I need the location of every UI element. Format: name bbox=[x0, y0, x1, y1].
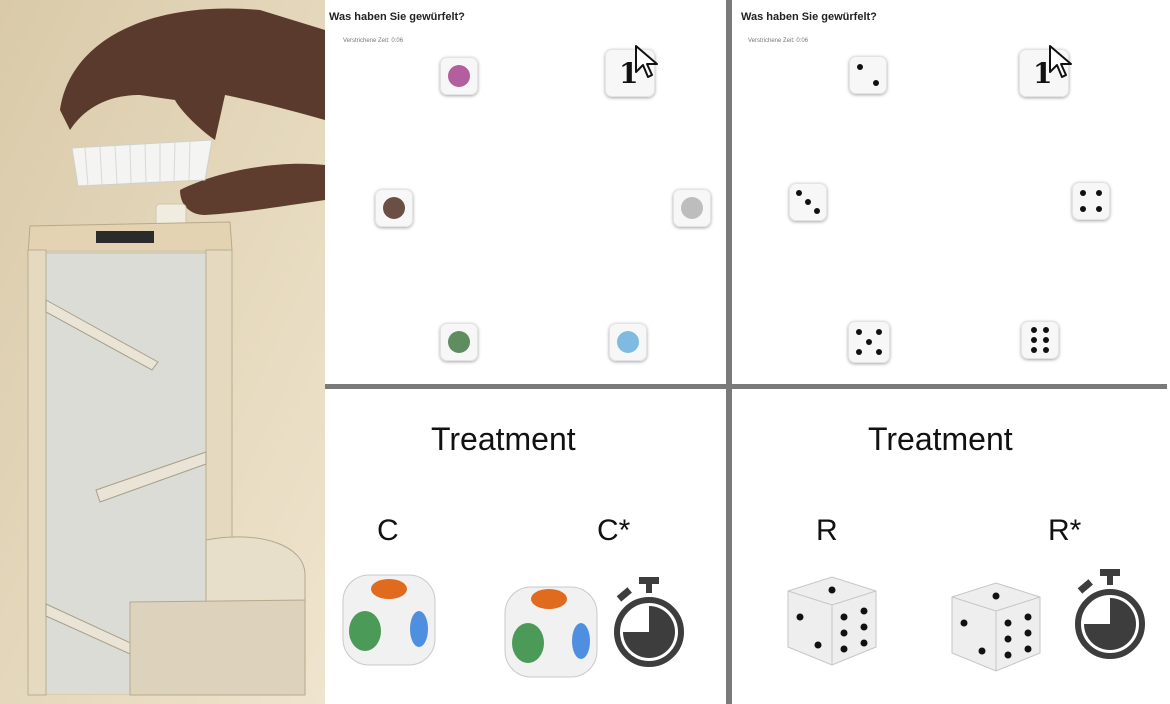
number-treatment-panel: Treatment R R* bbox=[732, 389, 1167, 704]
pink-option[interactable] bbox=[440, 57, 478, 95]
color-screen: Was haben Sie gewürfelt? Verstrichene Ze… bbox=[325, 0, 726, 384]
color-treatment-panel: Treatment C C* bbox=[325, 389, 726, 704]
blue-option[interactable] bbox=[609, 323, 647, 361]
number-screen: Was haben Sie gewürfelt? Verstrichene Ze… bbox=[732, 0, 1167, 384]
gray-dot-icon bbox=[681, 197, 703, 219]
two-option[interactable] bbox=[849, 56, 887, 94]
number-die-icon bbox=[787, 576, 877, 666]
pink-dot-icon bbox=[448, 65, 470, 87]
six-option[interactable] bbox=[1021, 321, 1059, 359]
one-label: 1 bbox=[619, 57, 639, 90]
color-die-icon bbox=[342, 574, 436, 666]
mouse-cursor-icon bbox=[635, 45, 658, 78]
condition-label-r-star: R* bbox=[1048, 514, 1082, 547]
elapsed-time: Verstrichene Zeit: 0:06 bbox=[748, 38, 809, 44]
stopwatch-icon bbox=[614, 577, 684, 667]
green-option[interactable] bbox=[440, 323, 478, 361]
horizontal-divider bbox=[325, 384, 1167, 389]
blue-dot-icon bbox=[617, 331, 639, 353]
vertical-divider bbox=[726, 0, 732, 704]
elapsed-time: Verstrichene Zeit: 0:06 bbox=[343, 38, 404, 44]
color-die-icon bbox=[504, 586, 598, 678]
green-dot-icon bbox=[448, 331, 470, 353]
condition-label-c-star: C* bbox=[597, 514, 631, 547]
screen-title: Was haben Sie gewürfelt? bbox=[329, 11, 465, 23]
treatment-title: Treatment bbox=[431, 421, 576, 457]
four-option[interactable] bbox=[1072, 182, 1110, 220]
condition-label-c: C bbox=[377, 514, 399, 547]
one-label: 1 bbox=[1033, 57, 1053, 90]
gray-option[interactable] bbox=[673, 189, 711, 227]
condition-label-r: R bbox=[816, 514, 838, 547]
stopwatch-icon bbox=[1075, 569, 1145, 659]
treatment-title: Treatment bbox=[868, 421, 1013, 457]
number-die-icon bbox=[951, 582, 1041, 672]
three-option[interactable] bbox=[789, 183, 827, 221]
photo-drawing bbox=[0, 0, 325, 704]
five-option[interactable] bbox=[848, 321, 890, 363]
brown-dot-icon bbox=[383, 197, 405, 219]
brown-option[interactable] bbox=[375, 189, 413, 227]
screen-title: Was haben Sie gewürfelt? bbox=[741, 11, 877, 23]
mouse-cursor-icon bbox=[1049, 45, 1072, 78]
apparatus-photo bbox=[0, 0, 325, 704]
